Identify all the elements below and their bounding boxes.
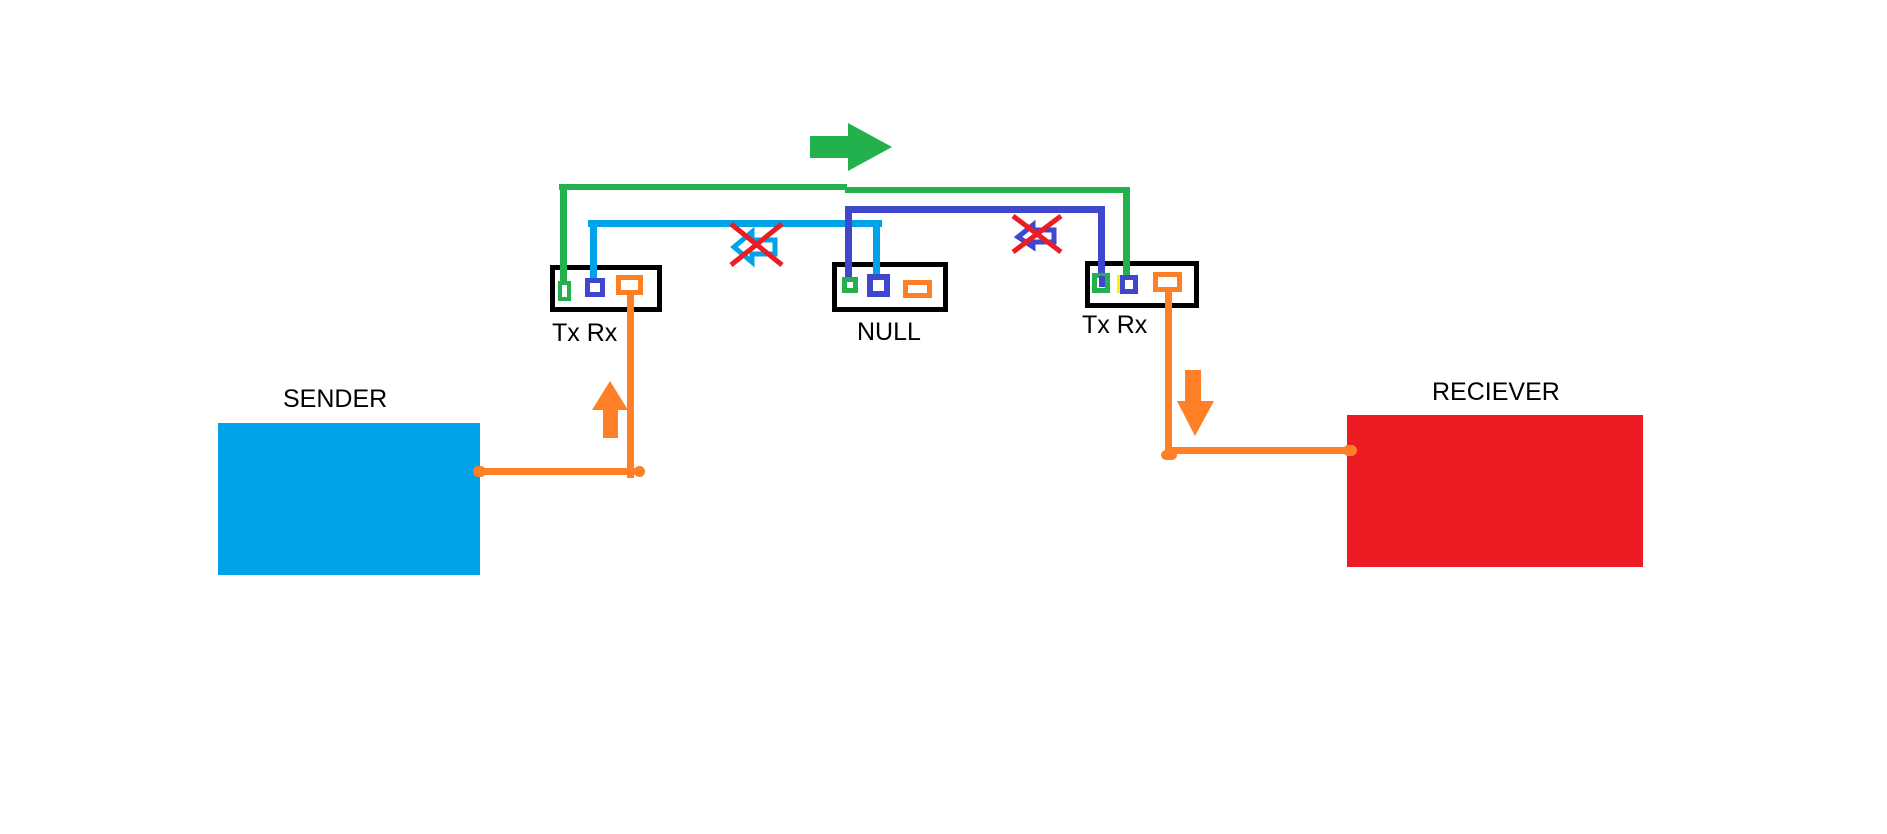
- indigo-wire-right-vertical: [1098, 206, 1105, 284]
- left-serial-device: [550, 265, 662, 312]
- sender-label: SENDER: [283, 385, 388, 413]
- null-modem-device: [832, 262, 948, 312]
- sender-cable-cap-right: [634, 466, 645, 477]
- down-arrow-shape: [1177, 370, 1214, 436]
- right-device-serial-port: [1153, 272, 1182, 292]
- blocked-lightblue-left-arrow-icon: [729, 222, 784, 268]
- red-x-stroke: [729, 222, 784, 267]
- lightblue-wire-right-vertical: [873, 220, 880, 278]
- right-device-rx-port: [1120, 275, 1138, 294]
- receiver-cable-cap-right: [1343, 445, 1357, 456]
- green-wire-horizontal-right: [845, 187, 1130, 193]
- right-device-label: Tx Rx: [1082, 311, 1148, 339]
- null-device-serial-port: [903, 280, 932, 298]
- null-device-rx-port: [867, 274, 890, 297]
- right-arrow-shape: [810, 123, 892, 171]
- indigo-wire-horizontal: [845, 206, 1105, 213]
- receiver-box: [1347, 415, 1643, 567]
- receiver-cable-vertical: [1165, 291, 1172, 458]
- indigo-wire-port-tip: [1099, 276, 1105, 287]
- receiver-cable-horizontal: [1169, 447, 1352, 454]
- receiver-label: RECIEVER: [1432, 378, 1560, 406]
- right-serial-device: [1085, 261, 1199, 308]
- indigo-wire-left-vertical: [845, 207, 852, 286]
- sender-box: [218, 423, 480, 575]
- left-arrow-outline: [730, 226, 778, 268]
- left-device-label: Tx Rx: [552, 319, 618, 347]
- yellow-paint-artifact: [1117, 275, 1120, 293]
- receiver-cable-cap-bottom: [1161, 450, 1177, 460]
- up-arrow-shape: [592, 381, 628, 438]
- left-arrow-outline: [1013, 219, 1057, 252]
- null-device-label: NULL: [857, 318, 921, 346]
- down-arrow-icon: [1177, 370, 1214, 436]
- lightblue-wire-left-vertical: [590, 220, 597, 280]
- sender-cable-cap-left: [473, 466, 486, 477]
- green-wire-right-vertical: [1123, 187, 1130, 283]
- green-wire-horizontal-left: [559, 184, 847, 190]
- green-wire-left-vertical: [560, 186, 567, 300]
- left-device-serial-port: [616, 275, 643, 295]
- null-device-tx-port: [842, 277, 858, 293]
- left-device-tx-port: [558, 281, 571, 301]
- left-device-rx-port: [585, 278, 605, 297]
- sender-cable-horizontal: [477, 468, 642, 475]
- up-arrow-icon: [592, 381, 628, 438]
- flow-right-arrow-icon: [810, 123, 892, 171]
- blocked-indigo-left-arrow-icon: [1011, 214, 1063, 254]
- lightblue-wire-horizontal: [588, 220, 882, 227]
- sender-cable-vertical: [627, 293, 634, 478]
- red-x-stroke: [1011, 214, 1063, 254]
